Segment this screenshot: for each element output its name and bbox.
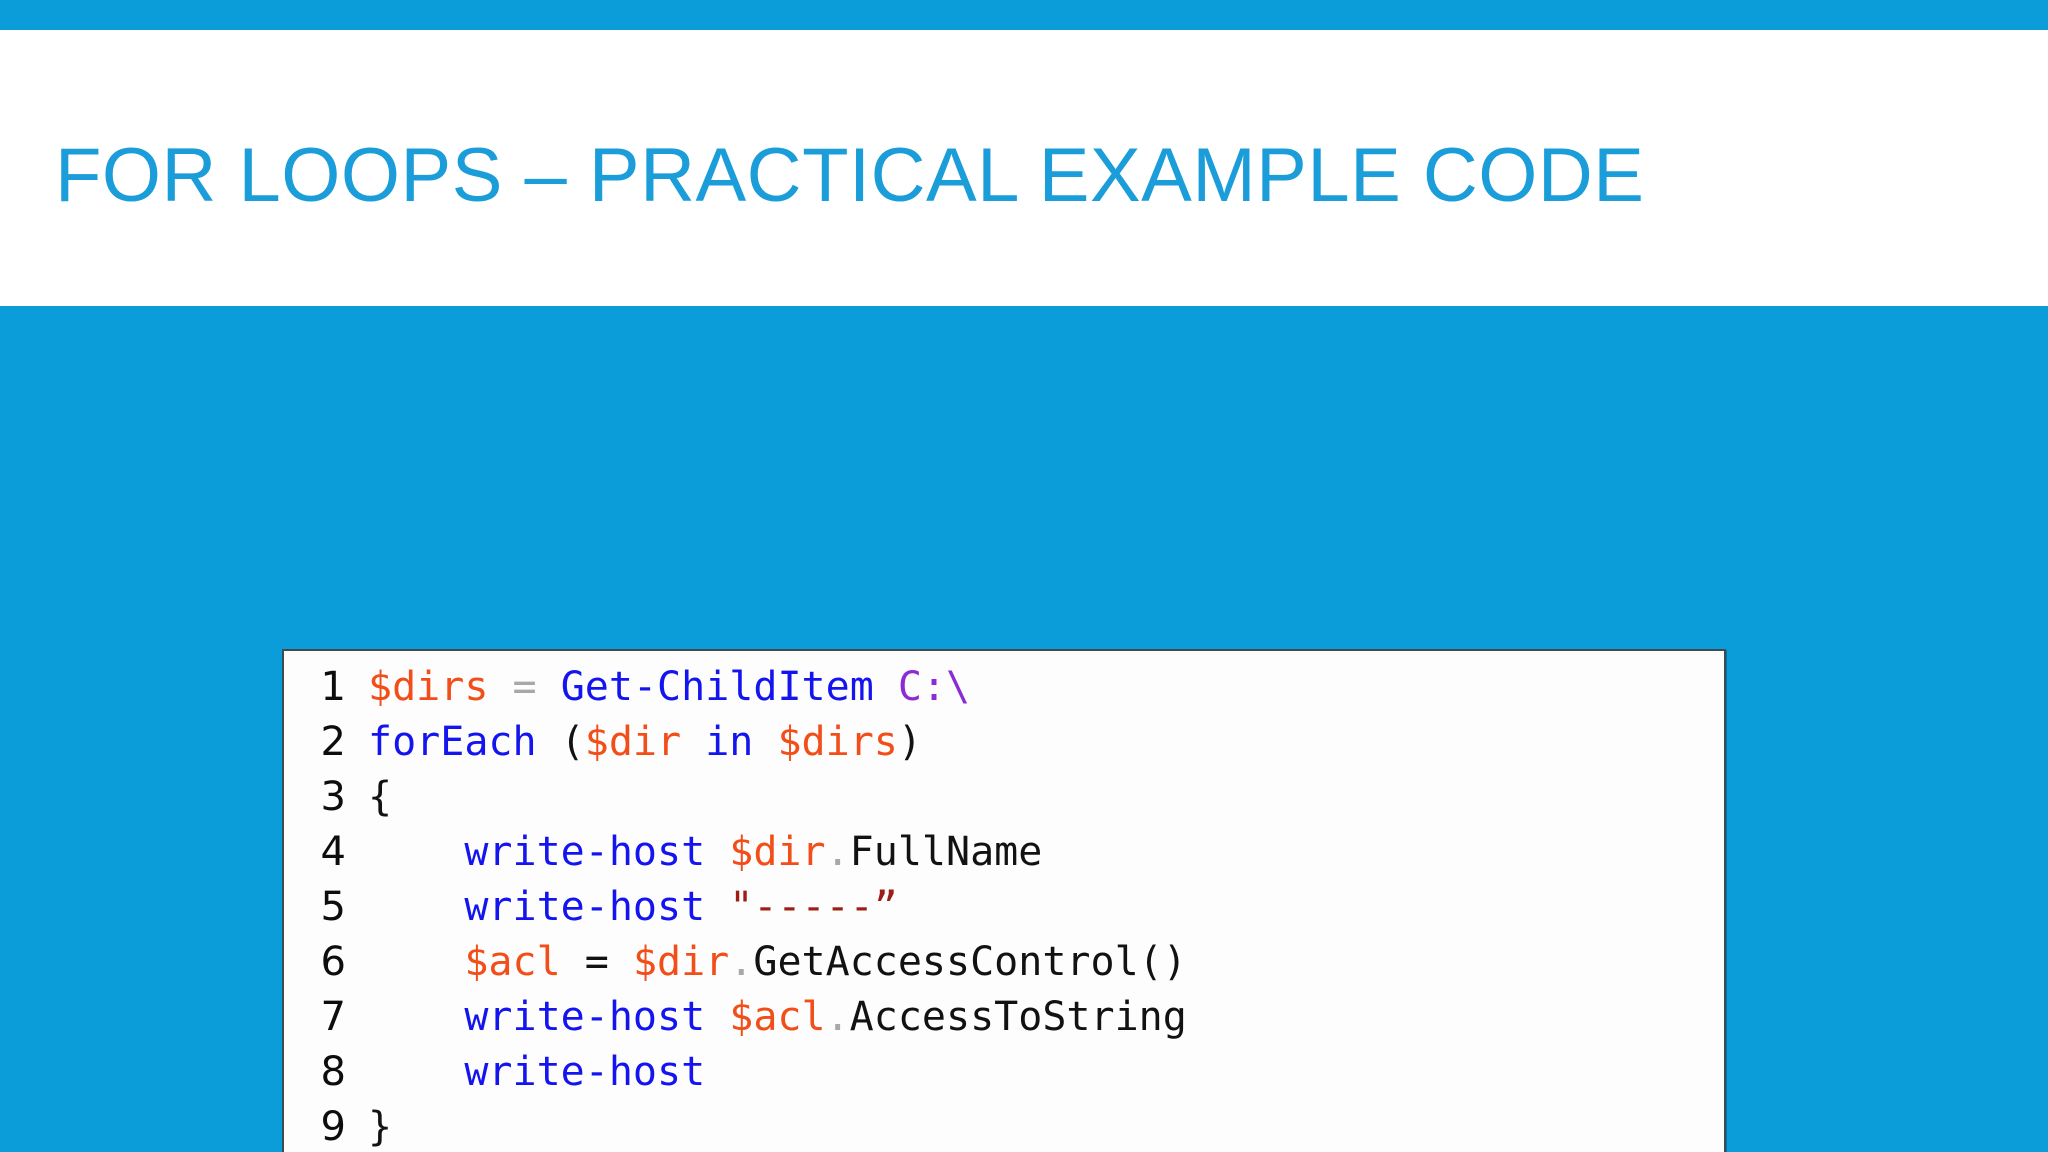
code-token-punctuation: { [368, 774, 393, 820]
code-token-space [537, 719, 561, 765]
code-token-space [368, 994, 464, 1040]
code-line: 6 $acl = $dir.GetAccessControl() [284, 935, 1724, 990]
code-token-space [753, 719, 777, 765]
code-line: 2 forEach ($dir in $dirs) [284, 715, 1724, 770]
code-token-space [368, 884, 464, 930]
code-line-text: write-host [368, 1045, 1724, 1100]
code-line: 5 write-host "-----” [284, 880, 1724, 935]
code-line-number: 1 [320, 664, 346, 710]
code-line-number: 4 [320, 829, 346, 875]
code-line: 8 write-host [284, 1045, 1724, 1100]
code-line-number: 2 [320, 719, 346, 765]
code-token-method: GetAccessControl() [753, 939, 1187, 985]
slide-title: FOR LOOPS – PRACTICAL EXAMPLE CODE [55, 133, 1645, 218]
code-line-text: forEach ($dir in $dirs) [368, 715, 1724, 770]
code-token-variable: $dir [729, 829, 826, 875]
top-accent-bar [0, 0, 2048, 30]
code-line-text: write-host "-----” [368, 880, 1724, 935]
code-line-number: 9 [320, 1104, 346, 1150]
code-token-space [705, 994, 729, 1040]
code-line-text: } [368, 1100, 1724, 1152]
code-token-cmdlet: write-host [464, 829, 706, 875]
code-token-cmdlet: write-host [464, 1049, 706, 1095]
code-line: 7 write-host $acl.AccessToString [284, 990, 1724, 1045]
code-line-number: 8 [320, 1049, 346, 1095]
code-line: 4 write-host $dir.FullName [284, 825, 1724, 880]
code-token-operator-gray: = [512, 664, 537, 710]
code-token-space [537, 664, 561, 710]
code-line-text: write-host $dir.FullName [368, 825, 1724, 880]
code-token-dot: . [825, 829, 850, 875]
code-token-space [609, 939, 633, 985]
code-token-property: AccessToString [849, 994, 1187, 1040]
code-token-keyword: in [705, 719, 754, 765]
code-token-space [368, 829, 464, 875]
code-token-variable: $dirs [777, 719, 898, 765]
code-token-space [561, 939, 585, 985]
code-line-number: 5 [320, 884, 346, 930]
code-token-space [488, 664, 512, 710]
code-token-keyword: forEach [368, 719, 537, 765]
code-line-number: 6 [320, 939, 346, 985]
code-token-space [705, 884, 729, 930]
code-token-space [681, 719, 705, 765]
code-token-string: "-----” [729, 884, 898, 930]
code-line: 9} [284, 1100, 1724, 1152]
code-line-number: 3 [320, 774, 346, 820]
code-token-variable: $dir [632, 939, 730, 985]
code-token-space [368, 939, 464, 985]
code-token-punctuation: ) [897, 719, 922, 765]
code-token-path: C:\ [897, 664, 971, 710]
code-token-property: FullName [849, 829, 1043, 875]
code-token-dot: . [729, 939, 754, 985]
code-token-dot: . [825, 994, 850, 1040]
code-token-cmdlet: Get-ChildItem [560, 664, 874, 710]
code-token-variable: $acl [729, 994, 826, 1040]
code-line-text: write-host $acl.AccessToString [368, 990, 1724, 1045]
code-line-number: 7 [320, 994, 346, 1040]
code-token-variable: $acl [464, 939, 561, 985]
code-token-space [368, 1049, 464, 1095]
code-line: 3{ [284, 770, 1724, 825]
title-header-band: FOR LOOPS – PRACTICAL EXAMPLE CODE [0, 30, 2048, 306]
code-token-punctuation: ( [560, 719, 585, 765]
code-token-cmdlet: write-host [464, 884, 706, 930]
code-line-text: $dirs = Get-ChildItem C:\ [368, 660, 1724, 715]
code-line: 1 $dirs = Get-ChildItem C:\ [284, 660, 1724, 715]
code-token-space [874, 664, 898, 710]
code-token-operator: = [584, 939, 609, 985]
code-token-variable: $dirs [368, 664, 489, 710]
code-token-variable: $dir [584, 719, 682, 765]
code-token-space [705, 829, 729, 875]
code-token-cmdlet: write-host [464, 994, 706, 1040]
code-token-punctuation: } [368, 1104, 393, 1150]
code-line-text: $acl = $dir.GetAccessControl() [368, 935, 1724, 990]
code-line-text: { [368, 770, 1724, 825]
